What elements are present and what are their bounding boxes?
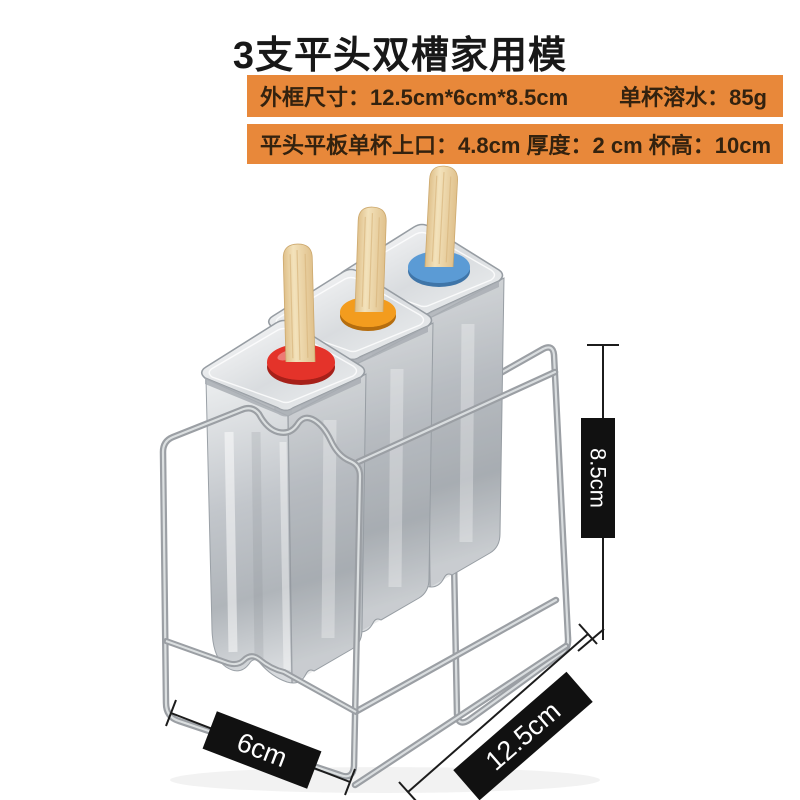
- orange-ring-front: [340, 312, 396, 327]
- red-ring-front: [267, 362, 335, 380]
- popsicle-stick-red: [282, 243, 316, 367]
- blue-ring-front: [408, 267, 470, 283]
- mold-front: [202, 243, 366, 683]
- popsicle-stick-orange: [354, 206, 387, 316]
- spec-bar-cup-size: 平头平板单杯上口：4.8cm 厚度：2 cm 杯高：10cm: [247, 124, 783, 164]
- dimension-height: 8.5cm: [577, 344, 619, 652]
- height-dimension-label: 8.5cm: [586, 448, 611, 508]
- spec-outer-dimensions: 外框尺寸：12.5cm*6cm*8.5cm: [260, 85, 569, 110]
- spec-bar-outer-size: 外框尺寸：12.5cm*6cm*8.5cm 单杯溶水：85g: [247, 75, 783, 117]
- popsicle-stick-blue: [424, 165, 458, 272]
- mold-back: [340, 165, 504, 587]
- wire-rack-rails: [351, 368, 570, 789]
- spec-cup-volume: 单杯溶水：85g: [619, 85, 767, 110]
- ground-shadow: [170, 767, 600, 793]
- mold-middle: [269, 206, 433, 632]
- spec-cup-dimensions: 平头平板单杯上口：4.8cm 厚度：2 cm 杯高：10cm: [260, 133, 772, 158]
- page-title: 3支平头双槽家用模: [232, 35, 568, 77]
